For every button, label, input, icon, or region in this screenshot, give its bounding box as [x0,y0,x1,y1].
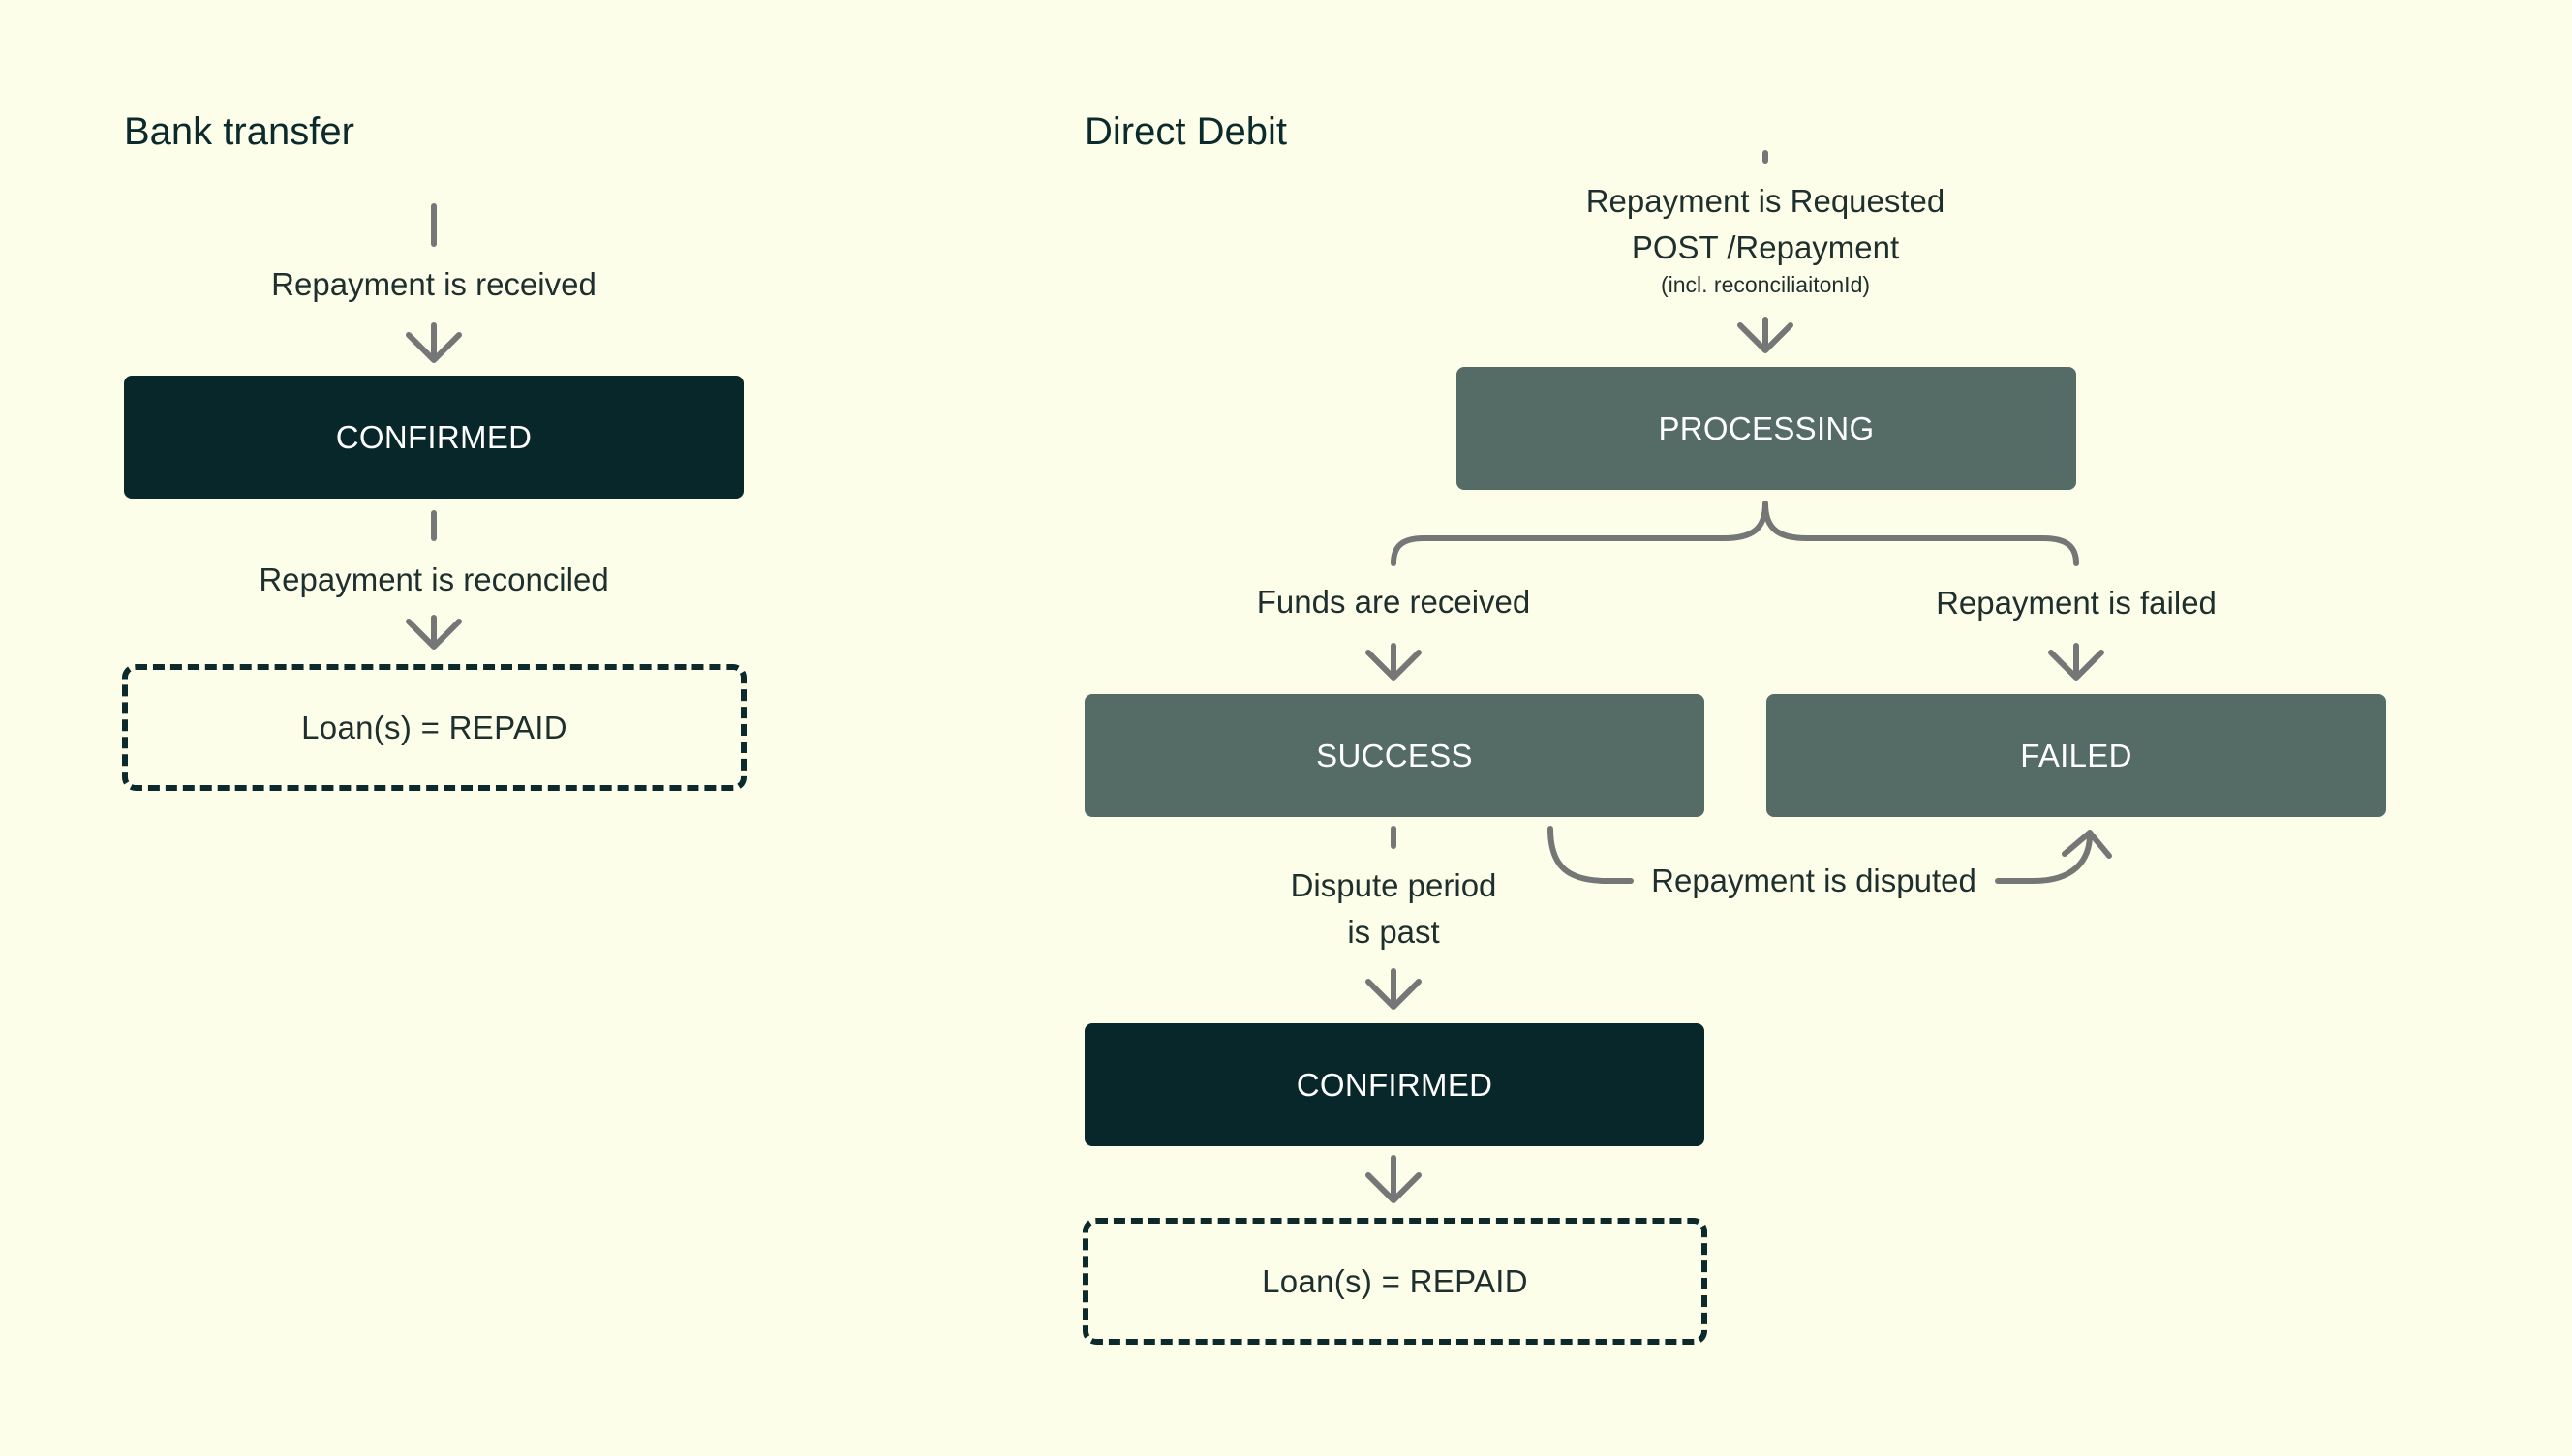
dd-arrow-to-processing [1737,317,1793,353]
direct-debit-dispute-period-label-line1: Dispute period [1290,867,1497,903]
dd-arrow-to-confirmed [1365,968,1422,1010]
dd-brace [1391,500,2079,566]
bank-transfer-reconciled-label: Repayment is reconciled [259,561,609,597]
dd-arrow-to-failed [2048,643,2104,681]
direct-debit-failed-state: FAILED [1766,694,2386,817]
direct-debit-repaid-result: Loan(s) = REPAID [1083,1218,1707,1345]
dd-arrow-to-success [1365,643,1422,681]
dd-dispute-left [1547,826,1634,884]
direct-debit-requested-label: Repayment is Requested [1585,183,1945,219]
direct-debit-endpoint-label: POST /Repayment [1631,229,1900,265]
bank-transfer-received-label: Repayment is received [271,266,597,302]
dd-arrow-to-repaid [1365,1155,1422,1203]
direct-debit-funds-received-label: Funds are received [1256,584,1531,620]
bt-arrow-to-confirmed [406,322,462,363]
bank-transfer-title: Bank transfer [124,110,354,153]
direct-debit-disputed-label: Repayment is disputed [1651,863,1976,898]
direct-debit-title: Direct Debit [1085,110,1287,153]
direct-debit-success-state: SUCCESS [1085,694,1704,817]
bank-transfer-repaid-result: Loan(s) = REPAID [122,664,747,791]
bank-transfer-confirmed-state: CONFIRMED [124,376,744,499]
direct-debit-request-note: (incl. reconciliaitonId) [1660,272,1871,297]
direct-debit-failed-label: Repayment is failed [1936,585,2217,621]
direct-debit-confirmed-state: CONFIRMED [1085,1023,1704,1146]
dd-dispute-right [1995,830,2112,884]
direct-debit-dispute-period-label-line2: is past [1347,914,1440,950]
bt-arrow-to-repaid [406,615,462,650]
direct-debit-processing-state: PROCESSING [1456,367,2076,490]
